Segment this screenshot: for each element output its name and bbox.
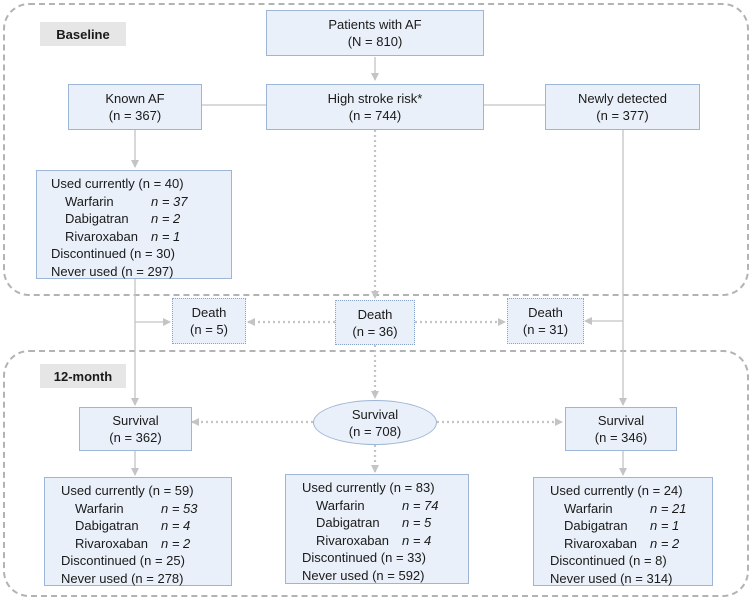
survival-right-title: Survival [597,413,645,428]
newly-detected-count: (n = 377) [596,108,649,123]
death-left-box: Death (n = 5) [172,298,246,344]
high-risk-count: (n = 744) [348,108,402,123]
discontinued: Discontinued (n = 33) [302,550,426,565]
known-af-title: Known AF [105,91,165,106]
survival-left-box: Survival (n = 362) [79,407,192,451]
survival-right-count: (n = 346) [594,430,648,445]
baseline-label: Baseline [40,22,126,46]
newly-detected-title: Newly detected [578,91,667,106]
used-currently: Used currently (n = 59) [61,483,194,498]
patients-count: (N = 810) [347,34,403,49]
death-center-count: (n = 36) [352,323,398,339]
never-used: Never used (n = 278) [61,570,184,586]
never-used: Never used (n = 297) [51,263,174,279]
death-center-box: Death (n = 36) [335,300,415,345]
death-left-title: Death [191,305,227,320]
survival-left-count: (n = 362) [109,430,162,445]
survival-left-title: Survival [112,413,159,428]
discontinued: Discontinued (n = 8) [550,553,667,568]
used-currently: Used currently (n = 83) [302,480,435,495]
death-left-count: (n = 5) [190,322,228,337]
death-right-title: Death [528,305,563,320]
used-currently: Used currently (n = 40) [51,176,184,191]
survival-center-count: (n = 708) [348,423,402,439]
patients-title: Patients with AF [328,17,422,32]
death-right-count: (n = 31) [522,322,569,337]
known-af-box: Known AF (n = 367) [68,84,202,130]
survival-center-title: Survival [351,406,399,422]
high-risk-box: High stroke risk* (n = 744) [266,84,484,130]
never-used: Never used (n = 592) [302,567,425,583]
death-center-title: Death [357,306,393,322]
never-used: Never used (n = 314) [550,570,673,586]
survival-right-box: Survival (n = 346) [565,407,677,451]
known-af-count: (n = 367) [108,108,162,123]
survival-center-ellipse: Survival (n = 708) [313,400,437,445]
patients-box: Patients with AF (N = 810) [266,10,484,56]
newly-detected-box: Newly detected (n = 377) [545,84,700,130]
high-risk-title: High stroke risk* [327,91,423,106]
used-currently: Used currently (n = 24) [550,483,683,498]
twelve-month-label: 12-month [40,364,126,388]
death-right-box: Death (n = 31) [507,298,584,344]
discontinued: Discontinued (n = 25) [61,553,185,568]
discontinued: Discontinued (n = 30) [51,246,175,261]
